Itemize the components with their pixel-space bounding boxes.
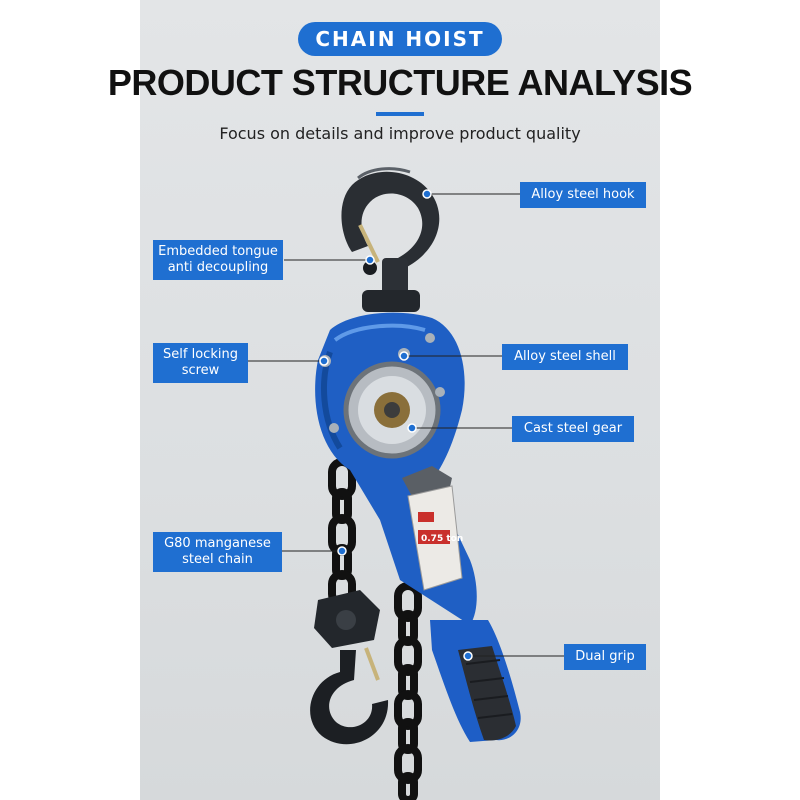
callout-cast-steel-gear-text: Cast steel gear bbox=[523, 421, 623, 436]
load-chain-left bbox=[328, 458, 356, 608]
callout-dual-grip: Dual grip bbox=[564, 644, 646, 670]
page-title: PRODUCT STRUCTURE ANALYSIS bbox=[107, 62, 693, 103]
callout-alloy-steel-hook: Alloy steel hook bbox=[520, 182, 646, 208]
page-subtitle: Focus on details and improve product qua… bbox=[219, 124, 581, 143]
top-hook bbox=[341, 167, 440, 312]
hoist-body bbox=[315, 312, 521, 742]
load-rating-marking: 0.75 ton bbox=[421, 534, 463, 544]
callout-alloy-steel-shell-text: Alloy steel shell bbox=[514, 349, 616, 364]
category-badge: CHAIN HOIST bbox=[298, 22, 502, 56]
callout-self-locking-line2: screw bbox=[181, 363, 220, 378]
bottom-hook-block bbox=[310, 590, 389, 745]
callout-dual-grip-text: Dual grip bbox=[575, 649, 635, 664]
callout-g80-line1: G80 manganese bbox=[164, 536, 271, 551]
callout-embedded-tongue: Embedded tongue anti decoupling bbox=[153, 240, 283, 280]
callout-alloy-steel-hook-text: Alloy steel hook bbox=[531, 187, 635, 202]
callout-embedded-tongue-line2: anti decoupling bbox=[167, 260, 269, 275]
callout-g80-line2: steel chain bbox=[182, 552, 253, 567]
load-chain-right bbox=[394, 582, 422, 800]
callout-cast-steel-gear: Cast steel gear bbox=[512, 416, 634, 442]
title-underline bbox=[376, 112, 424, 116]
callout-self-locking-screw: Self locking screw bbox=[153, 343, 248, 383]
callout-g80-chain: G80 manganese steel chain bbox=[153, 532, 282, 572]
callout-alloy-steel-shell: Alloy steel shell bbox=[502, 344, 628, 370]
callout-self-locking-line1: Self locking bbox=[163, 347, 238, 362]
callout-embedded-tongue-line1: Embedded tongue bbox=[158, 244, 278, 259]
callout-leaders bbox=[248, 189, 564, 661]
